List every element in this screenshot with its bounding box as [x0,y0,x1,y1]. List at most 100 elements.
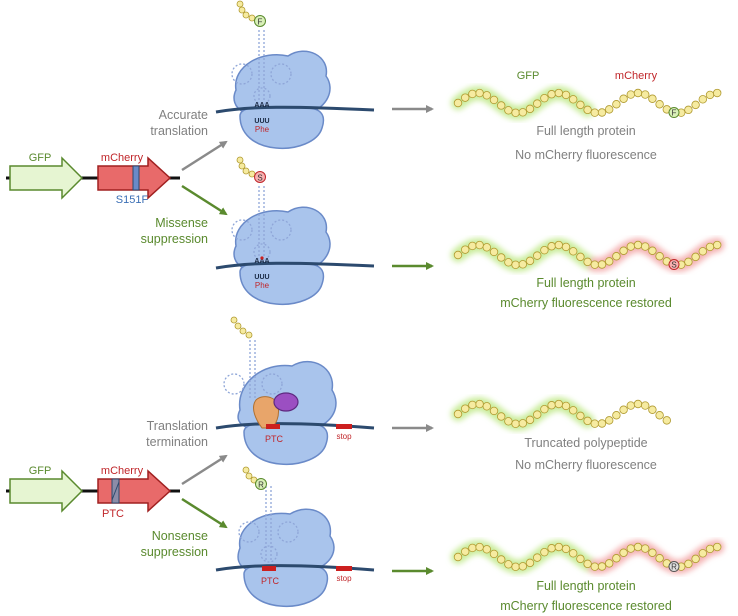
amino-acid-bead [576,554,585,564]
result1-line2: No mCherry fluorescence [515,148,657,162]
gfp-gene-arrow [9,156,84,200]
amino-acid-bead [619,94,628,103]
amino-acid-bead [576,252,585,262]
amino-acid-bead [633,88,643,98]
amino-acid-bead [705,90,715,100]
amino-acid-bead [540,404,549,414]
amino-acid-bead [583,416,592,426]
amino-acid-bead [489,406,499,416]
mutation-label: S151F [116,194,149,206]
result4-line1: Full length protein [536,579,635,593]
amino-acid-bead [605,105,614,114]
amino-acid-bead [698,247,707,256]
codon: UUU [254,118,269,125]
amino-acid-bead [547,544,556,553]
amino-acid-bead [626,242,635,251]
amino-acid-bead [590,562,599,571]
erf1-factor [273,392,299,412]
amino-acid-bead [691,252,700,262]
amino-acid-bead [705,242,715,252]
mismatch-dot [260,256,264,260]
mrna [215,105,375,114]
amino-acid-bead [612,554,621,563]
charged-amino-acid [254,15,266,27]
amino-acid-label: Phe [255,281,270,290]
amino-acid-bead [612,100,621,109]
amino-acid-bead [453,98,463,108]
amino-acid-bead [533,99,542,108]
branch-arrow-termination [181,454,228,486]
amino-acid-bead [597,419,607,428]
amino-acid-bead [684,257,693,267]
amino-acid-bead [489,549,499,559]
amino-acid-bead [497,101,506,110]
protein-chain-full-nonfluorescent [451,85,722,120]
amino-acid-bead [605,416,614,425]
trna-acceptor-bead [230,316,238,324]
amino-acid-bead [468,543,477,553]
amino-acid-bead [461,547,470,556]
amino-acid-bead [554,88,563,98]
trna-acceptor-bead [238,6,246,14]
result4-line2: mCherry fluorescence restored [500,599,672,613]
ribosome-small-subunit [239,262,325,306]
amino-acid-bead [684,559,693,569]
charged-amino-acid-letter: S [257,174,262,183]
amino-acid-bead [453,409,463,419]
ribosome-termination: PTC stop [215,316,375,466]
result3-line1: Truncated polypeptide [524,436,647,450]
amino-acid-bead [648,548,657,557]
charged-amino-acid [255,478,267,490]
amino-acid-bead [583,105,592,115]
amino-acid-bead [576,411,585,421]
amino-acid-bead [641,242,650,251]
charged-amino-acid [254,171,266,183]
trna-acceptor-bead [236,156,244,164]
amino-acid-bead [605,257,614,266]
amino-acid-bead [641,90,650,99]
amino-acid-bead [626,90,635,99]
amino-acid-bead [713,542,722,552]
ribosome-large-subunit [237,508,335,571]
amino-acid-bead [475,240,484,250]
trna-exit [223,340,283,400]
ptc-gene-label: PTC [102,508,124,520]
end-residue-letter: F [672,109,677,118]
mutation-site-box [132,165,140,191]
ptc-codon-mark [266,424,280,429]
amino-acid-bead [533,410,542,419]
amino-acid-label: Phe [255,125,270,134]
path1-label-line2: translation [150,124,208,138]
amino-acid-bead [468,400,477,410]
amino-acid-bead [468,241,477,251]
path3-label-line1: Translation [147,419,208,433]
amino-acid-bead [547,90,556,99]
amino-acid-bead [655,252,664,261]
amino-acid-bead [518,419,527,428]
amino-acid-bead [619,405,628,414]
trna-acceptor-bead [242,466,250,474]
amino-acid-bead [511,562,520,572]
amino-acid-bead [626,401,635,410]
path4-label-line1: Nonsense [152,529,208,543]
amino-acid-bead [554,399,563,409]
trna-acceptor-bead [245,331,253,339]
amino-acid-bead [453,552,463,562]
ribosome-small-subunit [243,564,329,608]
amino-acid-bead [626,544,635,553]
protein-gfp-label: GFP [517,70,540,82]
path3-label-line2: termination [146,435,208,449]
protein-chain-full-fluorescent [451,539,725,574]
amino-acid-bead [461,404,470,413]
mrna [215,261,375,270]
mcherry-gene-label: mCherry [101,465,144,477]
amino-acid-bead [525,415,535,425]
amino-acid-bead [561,242,571,252]
trna-acceptor-bead [236,0,244,8]
amino-acid-bead [655,554,664,563]
amino-acid-bead [691,100,700,110]
trna [231,30,292,105]
amino-acid-bead [633,542,643,552]
amino-acid-bead [648,94,657,103]
